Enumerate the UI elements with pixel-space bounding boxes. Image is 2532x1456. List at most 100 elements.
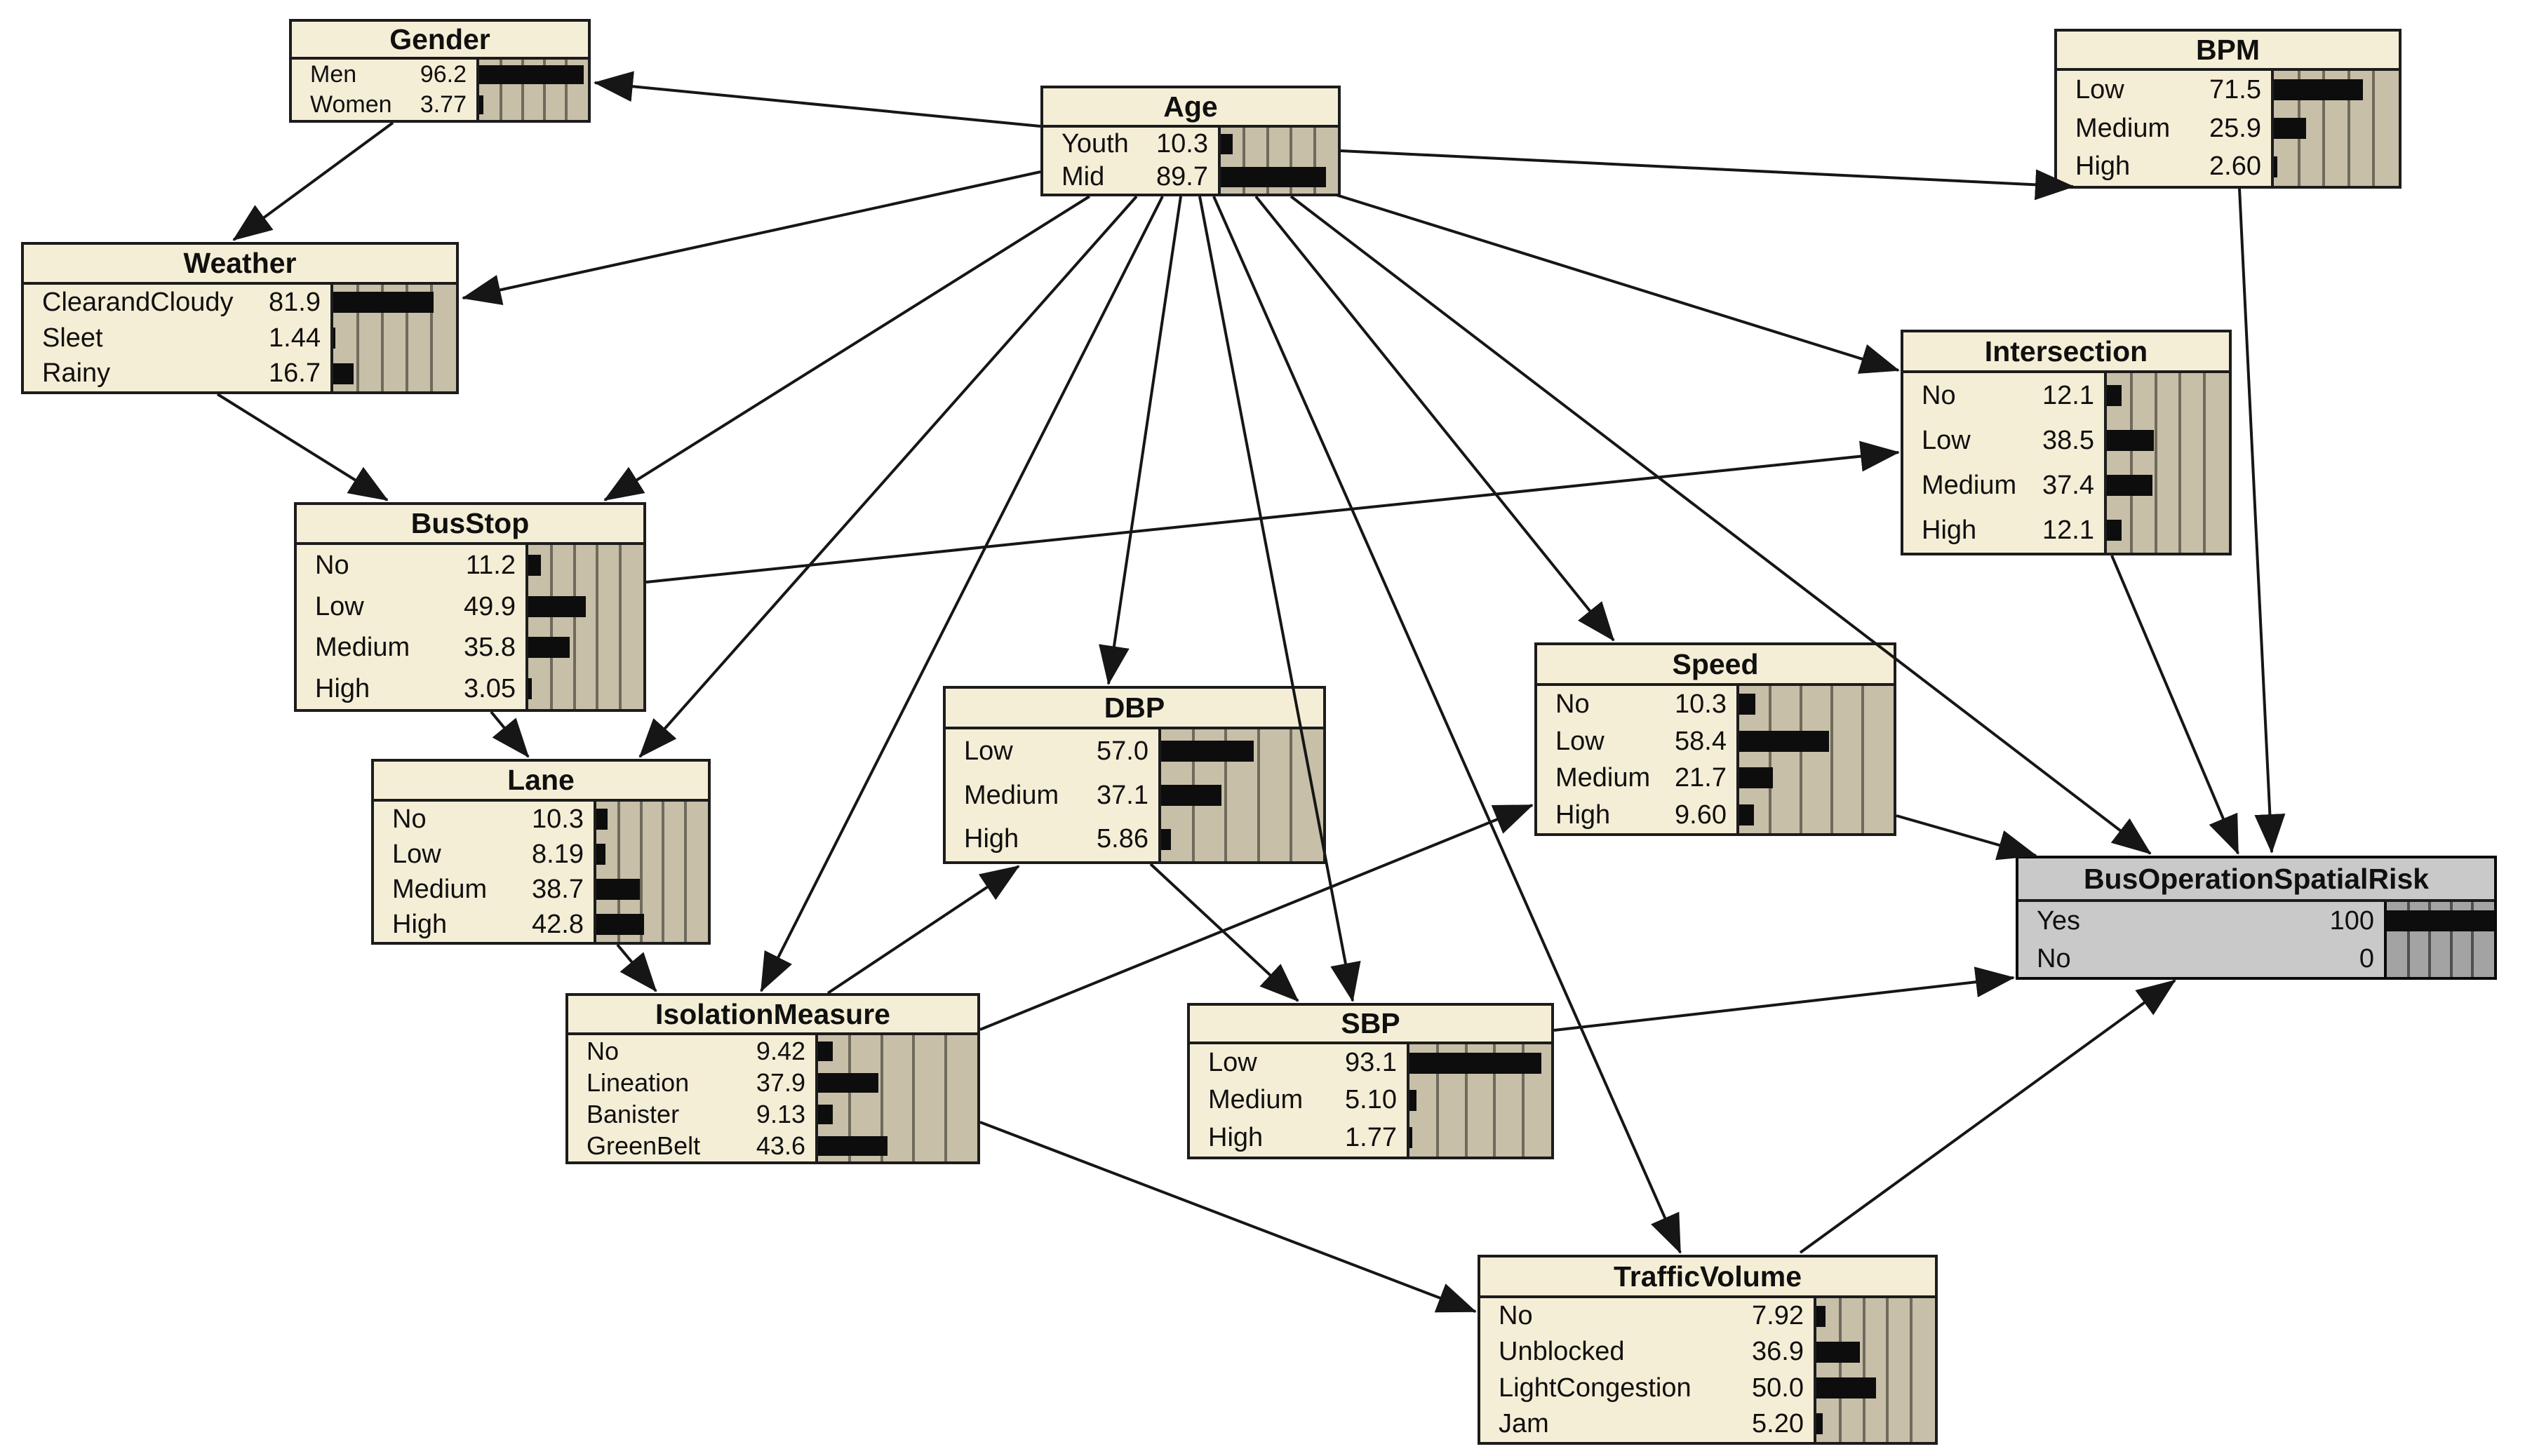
gridline — [1861, 686, 1864, 833]
node-title: SBP — [1190, 1006, 1551, 1044]
probability-bar — [1161, 785, 1221, 806]
state-label: High — [964, 824, 1019, 854]
gridline — [565, 60, 568, 120]
state-label: GreenBelt — [587, 1131, 701, 1160]
state-value: 9.60 — [1675, 800, 1727, 830]
edge-DBP-SBP — [1149, 863, 1299, 1002]
node-title: DBP — [946, 689, 1323, 729]
gridline — [2347, 71, 2350, 186]
probability-bar — [333, 328, 335, 349]
probability-bar — [1816, 1306, 1826, 1327]
gridline — [1266, 128, 1269, 194]
state-value: 50.0 — [1752, 1373, 1804, 1403]
state-value: 71.5 — [2209, 75, 2261, 105]
state-value: 9.42 — [756, 1036, 805, 1065]
gridline — [619, 545, 622, 709]
edge-Weather-BusStop — [216, 393, 389, 501]
edge-Gender-Weather — [232, 121, 394, 241]
state-label: High — [2075, 151, 2131, 181]
probability-bar — [1739, 694, 1755, 715]
probability-bar-area — [1218, 128, 1338, 194]
state-value: 3.05 — [464, 674, 516, 703]
state-value: 5.20 — [1752, 1409, 1804, 1438]
node-title: IsolationMeasure — [568, 996, 977, 1035]
state-label: Medium — [1555, 763, 1651, 793]
edge-Age-Gender — [594, 71, 1041, 128]
state-value: 25.9 — [2209, 114, 2261, 143]
state-value: 12.1 — [2042, 380, 2094, 410]
state-value: 5.10 — [1345, 1085, 1397, 1114]
probability-bar — [818, 1073, 879, 1093]
state-row: Low 49.9 — [297, 586, 525, 628]
gridline — [1886, 1298, 1889, 1442]
state-label: Low — [1208, 1048, 1257, 1077]
node-title: BPM — [2057, 32, 2399, 71]
probability-bar-area — [476, 60, 588, 120]
probability-bar — [818, 1136, 887, 1156]
state-value: 42.8 — [532, 909, 584, 939]
probability-bar — [333, 292, 434, 313]
gridline — [1289, 729, 1292, 861]
edge-Age-BPM — [1340, 149, 2075, 201]
gridline — [572, 545, 576, 709]
node-title: BusOperationSpatialRisk — [2018, 858, 2494, 902]
probability-bar — [2387, 910, 2494, 931]
state-value: 96.2 — [420, 61, 467, 88]
probability-bar — [596, 879, 640, 900]
state-label: Medium — [315, 633, 410, 662]
gridline — [848, 1035, 852, 1161]
state-label: Sleet — [42, 323, 103, 353]
probability-bar-area — [1736, 686, 1894, 833]
edge-BPM-BusOperationSpatialRisk — [2238, 188, 2286, 854]
node-title: Gender — [292, 22, 588, 60]
gridline — [406, 285, 408, 391]
state-label: Women — [310, 91, 392, 118]
gridline — [944, 1035, 947, 1161]
gridline — [1242, 128, 1246, 194]
state-label: Low — [315, 592, 364, 621]
probability-bar — [528, 555, 542, 576]
probability-bar-area — [330, 285, 456, 391]
state-value: 49.9 — [464, 592, 516, 621]
gridline — [1290, 128, 1293, 194]
probability-bar-area — [525, 545, 643, 709]
probability-bar — [2274, 118, 2307, 139]
probability-bar-area — [2104, 373, 2229, 553]
edge-Age-BusStop — [603, 195, 1091, 501]
edge-Lane-IsolationMeasure — [616, 943, 657, 992]
